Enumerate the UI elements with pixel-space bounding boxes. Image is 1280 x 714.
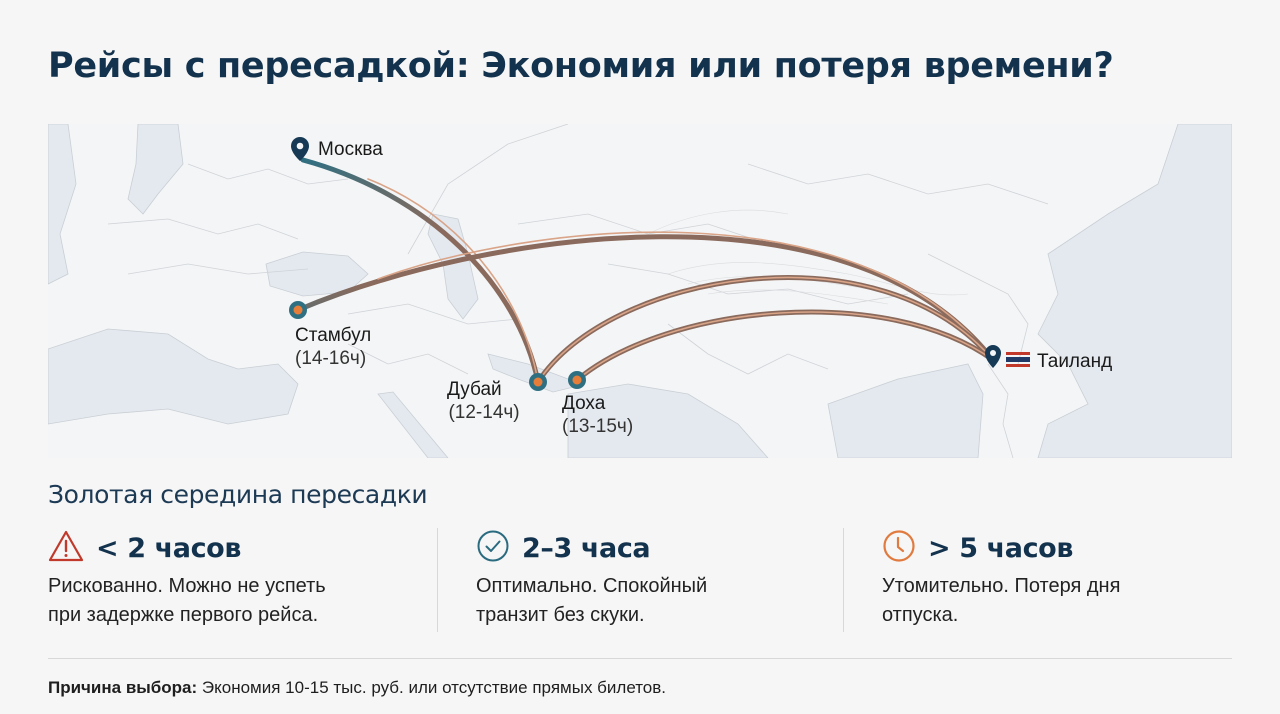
hub-name: Стамбул: [295, 325, 372, 346]
map-pin-icon: [291, 137, 309, 161]
warning-icon: [48, 529, 84, 568]
clock-icon: [882, 529, 916, 568]
footer-note: Причина выбора: Экономия 10-15 тыс. руб.…: [48, 678, 666, 698]
footer-divider: [48, 658, 1232, 659]
hub-markers: [289, 301, 586, 391]
description-line: при задержке первого рейса.: [48, 604, 319, 626]
layover-description: Оптимально. Спокойный транзит без скуки.: [476, 572, 836, 630]
layover-heading: > 5 часов: [928, 532, 1074, 564]
layover-description: Утомительно. Потеря дня отпуска.: [882, 572, 1242, 630]
footer-text: Экономия 10-15 тыс. руб. или отсутствие …: [197, 678, 667, 697]
description-line: Рискованно. Можно не успеть: [48, 575, 326, 597]
description-line: транзит без скуки.: [476, 604, 645, 626]
layover-section-title: Золотая середина пересадки: [48, 480, 428, 509]
layover-heading: < 2 часов: [96, 532, 242, 564]
flight-routes: [289, 137, 1030, 391]
layover-option-long: > 5 часов Утомительно. Потеря дня отпуск…: [882, 528, 1242, 630]
column-divider: [843, 528, 844, 632]
footer-label: Причина выбора:: [48, 678, 198, 697]
hub-label-istanbul: Стамбул (14-16ч): [295, 324, 371, 370]
hub-name: Доха: [562, 393, 606, 414]
hub-label-doha: Доха (13-15ч): [562, 392, 633, 438]
check-circle-icon: [476, 529, 510, 568]
layover-option-optimal: 2–3 часа Оптимально. Спокойный транзит б…: [476, 528, 836, 630]
description-line: отпуска.: [882, 604, 959, 626]
country-label-thailand: Таиланд: [1037, 351, 1113, 372]
route-map: Москва Таиланд Стамбул (14-16ч) Дубай (1…: [48, 124, 1232, 458]
hub-name: Дубай: [447, 379, 502, 400]
map-pin-icon: [985, 345, 1001, 368]
column-divider: [437, 528, 438, 632]
thailand-flag-icon: [1006, 352, 1030, 367]
map-background: [48, 124, 1232, 458]
hub-duration: (14-16ч): [295, 348, 367, 369]
page-title: Рейсы с пересадкой: Экономия или потеря …: [48, 46, 1114, 86]
description-line: Утомительно. Потеря дня: [882, 575, 1121, 597]
layover-heading: 2–3 часа: [522, 532, 651, 564]
hub-duration: (13-15ч): [562, 416, 634, 437]
city-label-moscow: Москва: [318, 139, 383, 160]
hub-duration: (12-14ч): [448, 402, 520, 423]
description-line: Оптимально. Спокойный: [476, 575, 708, 597]
hub-label-dubai: Дубай (12-14ч): [447, 378, 520, 424]
layover-option-short: < 2 часов Рискованно. Можно не успеть пр…: [48, 528, 408, 630]
layover-description: Рискованно. Можно не успеть при задержке…: [48, 572, 408, 630]
